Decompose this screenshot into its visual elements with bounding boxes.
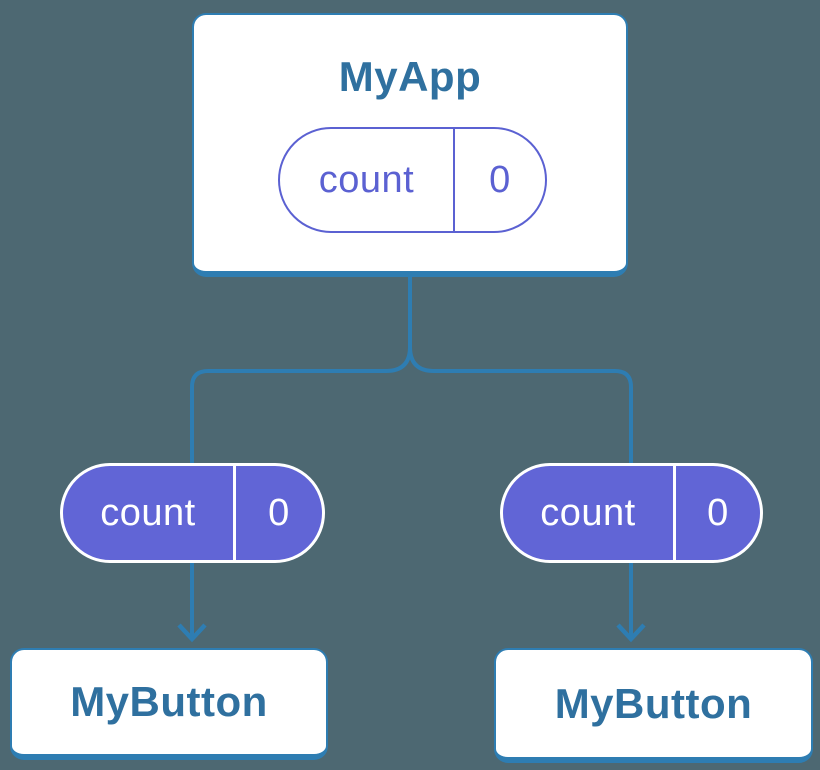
myapp-state-pill: count 0 <box>278 127 547 233</box>
prop-pill-value: 0 <box>268 491 290 534</box>
mybutton-left-title: MyButton <box>70 678 268 725</box>
prop-pill-value: 0 <box>707 491 729 534</box>
myapp-title: MyApp <box>338 53 482 100</box>
left-arrowhead-icon <box>177 623 207 643</box>
mybutton-left-prop-pill: count 0 <box>60 463 325 563</box>
prop-pill-label: count <box>63 466 236 560</box>
state-pill-label: count <box>280 129 455 231</box>
mybutton-right-title: MyButton <box>554 679 753 727</box>
mybutton-right-component-box: MyButton <box>494 648 813 763</box>
mybutton-right-prop-pill: count 0 <box>500 463 763 563</box>
left-branch-connector <box>190 346 412 636</box>
state-pill-value: 0 <box>489 158 511 201</box>
prop-pill-label: count <box>503 466 676 560</box>
right-branch-connector <box>408 346 633 636</box>
mybutton-left-component-box: MyButton <box>10 648 328 760</box>
right-arrowhead-icon <box>616 623 646 643</box>
